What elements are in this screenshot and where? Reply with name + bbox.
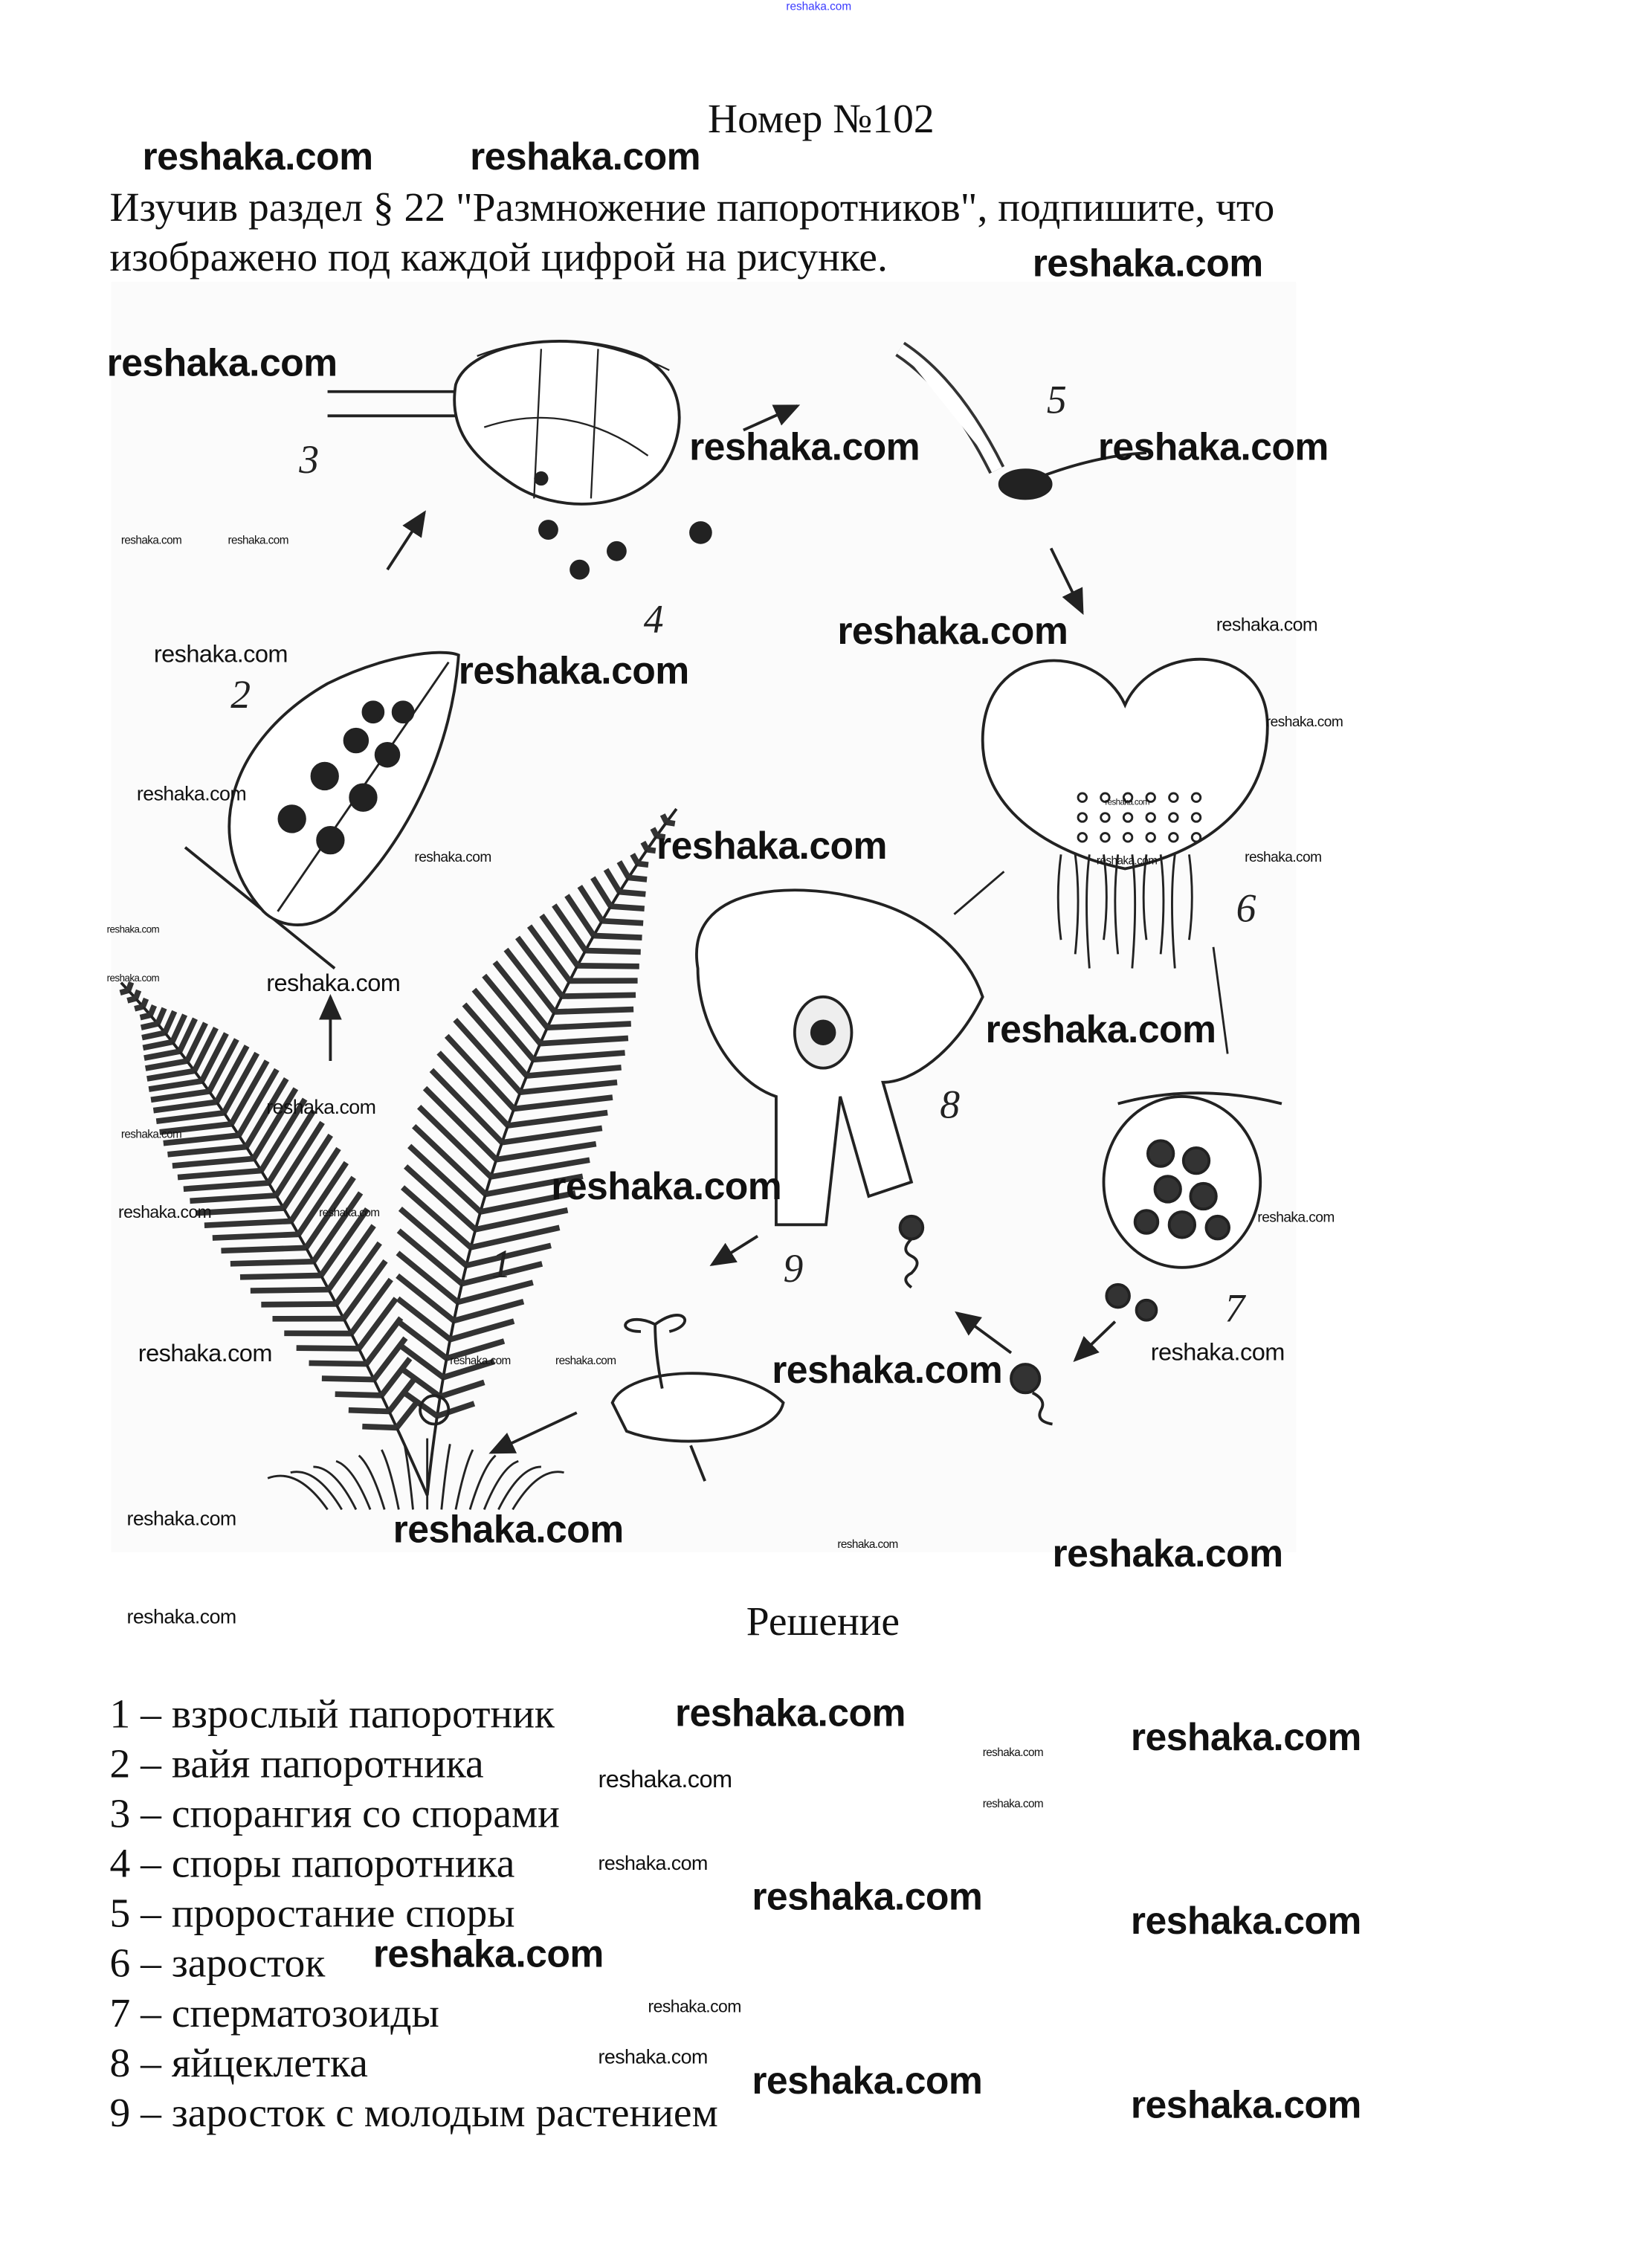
watermark: reshaka.com <box>837 1538 897 1551</box>
watermark: reshaka.com <box>656 824 887 868</box>
watermark: reshaka.com <box>373 1932 604 1976</box>
figure-label-2: 2 <box>230 672 251 717</box>
answer-item: 5 – проростание споры <box>109 1891 514 1938</box>
watermark: reshaka.com <box>470 135 700 179</box>
watermark: reshaka.com <box>126 1507 236 1530</box>
answer-item: 1 – взрослый папоротник <box>109 1692 554 1739</box>
watermark: reshaka.com <box>118 1202 211 1222</box>
answer-item: 7 – сперматозоиды <box>109 1991 439 2038</box>
watermark: reshaka.com <box>1131 1900 1361 1943</box>
watermark: reshaka.com <box>986 1008 1216 1052</box>
watermark: reshaka.com <box>266 1095 375 1118</box>
figure-label-3: 3 <box>298 437 319 482</box>
watermark: reshaka.com <box>121 534 181 546</box>
watermark: reshaka.com <box>752 1876 982 1920</box>
watermark: reshaka.com <box>1053 1532 1283 1576</box>
figure-label-1: 1 <box>491 1242 512 1286</box>
answer-item: 9 – заросток с молодым растением <box>109 2091 717 2137</box>
figure-label-5: 5 <box>1047 377 1067 422</box>
watermark: reshaka.com <box>983 1797 1043 1810</box>
watermark: reshaka.com <box>675 1692 906 1736</box>
watermark: reshaka.com <box>648 1997 741 2017</box>
watermark: reshaka.com <box>126 1605 236 1628</box>
watermark: reshaka.com <box>154 641 288 669</box>
watermark: reshaka.com <box>837 610 1068 654</box>
answer-item: 8 – яйцеклетка <box>109 2041 367 2088</box>
watermark: reshaka.com <box>138 1340 272 1368</box>
watermark: reshaka.com <box>772 1349 1002 1393</box>
figure-label-7: 7 <box>1225 1286 1246 1331</box>
watermark: reshaka.com <box>228 534 288 546</box>
watermark: reshaka.com <box>1097 854 1157 867</box>
watermark: reshaka.com <box>121 1128 181 1140</box>
watermark: reshaka.com <box>1105 799 1149 807</box>
answer-item: 2 – вайя папоротника <box>109 1742 483 1789</box>
watermark: reshaka.com <box>107 974 159 984</box>
figure-label-9: 9 <box>784 1246 804 1291</box>
watermark: reshaka.com <box>393 1508 624 1552</box>
watermark: reshaka.com <box>1257 1210 1334 1226</box>
watermark: reshaka.com <box>598 2045 708 2068</box>
watermark: reshaka.com <box>1245 851 1321 866</box>
watermark: reshaka.com <box>598 1851 708 1874</box>
watermark: reshaka.com <box>266 969 400 998</box>
answer-item: 3 – спорангия со спорами <box>109 1792 559 1839</box>
watermark: reshaka.com <box>1131 1716 1361 1760</box>
watermark: reshaka.com <box>598 1766 732 1794</box>
figure-label-8: 8 <box>940 1082 960 1127</box>
watermark: reshaka.com <box>107 342 338 386</box>
figure-label-4: 4 <box>644 596 664 641</box>
watermark: reshaka.com <box>450 1355 510 1367</box>
answer-item: 4 – споры папоротника <box>109 1842 514 1888</box>
watermark: reshaka.com <box>107 926 159 935</box>
watermark: reshaka.com <box>752 2059 982 2103</box>
watermark: reshaka.com <box>1098 426 1329 470</box>
answer-item: 6 – заросток <box>109 1941 325 1988</box>
solution-heading: Решение <box>746 1599 900 1646</box>
watermark: reshaka.com <box>1216 614 1317 636</box>
watermark: reshaka.com <box>319 1206 379 1219</box>
watermark: reshaka.com <box>555 1355 616 1367</box>
watermark: reshaka.com <box>1033 242 1263 286</box>
watermark: reshaka.com <box>137 782 246 805</box>
watermark: reshaka.com <box>983 1746 1043 1758</box>
figure-label-6: 6 <box>1236 885 1256 930</box>
watermark: reshaka.com <box>551 1165 781 1209</box>
watermark: reshaka.com <box>459 649 689 693</box>
watermark: reshaka.com <box>1151 1339 1285 1367</box>
watermark: reshaka.com <box>414 851 491 866</box>
watermark: reshaka.com <box>143 135 373 179</box>
watermark: reshaka.com <box>689 426 920 470</box>
watermark: reshaka.com <box>1131 2083 1361 2127</box>
watermark: reshaka.com <box>1266 715 1343 731</box>
